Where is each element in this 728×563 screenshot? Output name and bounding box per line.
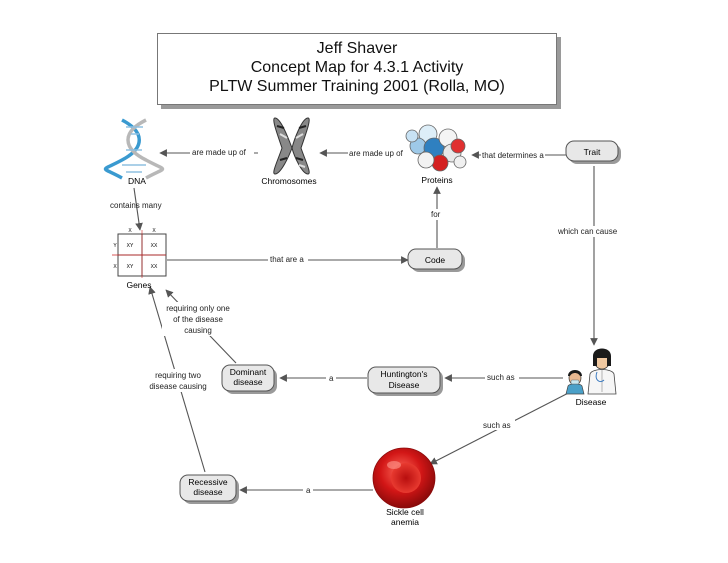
node-trait-label: Trait <box>584 147 601 157</box>
node-disease-label: Disease <box>576 397 607 407</box>
label-dominant-genes-3: causing <box>184 326 212 335</box>
label-disease-huntingtons: such as <box>487 373 515 382</box>
link-labels: are made up of are made up of that deter… <box>110 147 621 496</box>
node-recessive-label-2: disease <box>193 487 223 497</box>
punnett-top-label-1: X <box>128 228 132 234</box>
label-dna-genes: contains many <box>110 201 162 210</box>
node-huntingtons-disease[interactable]: Huntington's Disease <box>367 366 443 396</box>
protein-molecule-icon <box>405 124 467 172</box>
title-box: Jeff Shaver Concept Map for 4.3.1 Activi… <box>157 33 557 105</box>
node-huntingtons-label-2: Disease <box>389 380 420 390</box>
label-proteins-chromosomes: are made up of <box>349 149 404 158</box>
doctor-patient-icon <box>565 348 617 395</box>
node-genes[interactable]: X X Y X XY XX XY XX Genes <box>112 228 167 290</box>
node-code-label: Code <box>425 255 446 265</box>
punnett-cell-3: XY <box>127 264 134 270</box>
node-chromosomes[interactable]: Chromosomes <box>261 117 317 186</box>
node-disease[interactable]: Disease <box>565 348 617 408</box>
title-event: PLTW Summer Training 2001 (Rolla, MO) <box>209 78 505 95</box>
node-dominant-disease[interactable]: Dominant disease <box>221 364 277 394</box>
label-dominant-genes-1: requiring only one <box>166 304 230 313</box>
punnett-side-label-2: X <box>113 264 117 270</box>
edge-dna-genes <box>133 187 143 231</box>
label-disease-sickle: such as <box>483 421 511 430</box>
punnett-cell-4: XX <box>151 264 158 270</box>
label-dominant-genes-2: of the disease <box>173 315 223 324</box>
punnett-cell-1: XY <box>127 243 134 249</box>
punnett-side-label-1: Y <box>113 243 117 249</box>
label-trait-proteins: that determines a <box>482 151 544 160</box>
label-genes-code: that are a <box>270 255 304 264</box>
node-code[interactable]: Code <box>407 248 465 272</box>
label-chromosomes-dna: are made up of <box>192 148 247 157</box>
punnett-top-label-2: X <box>152 228 156 234</box>
node-genes-label: Genes <box>126 280 151 290</box>
node-recessive-disease[interactable]: Recessive disease <box>179 474 239 504</box>
label-code-proteins: for <box>431 210 441 219</box>
label-recessive-genes-2: disease causing <box>149 382 206 391</box>
label-sickle-recessive: a <box>306 486 311 495</box>
node-dna[interactable]: DNA <box>103 118 165 186</box>
node-sickle-label-1: Sickle cell <box>386 507 424 517</box>
node-dominant-label-1: Dominant <box>230 367 267 377</box>
dna-helix-icon <box>103 118 165 180</box>
node-recessive-label-1: Recessive <box>188 477 227 487</box>
label-trait-disease: which can cause <box>557 227 618 236</box>
title-subject: Concept Map for 4.3.1 Activity <box>250 59 464 76</box>
punnett-cell-2: XX <box>151 243 158 249</box>
label-recessive-genes-1: requiring two <box>155 371 201 380</box>
node-sickle-label-2: anemia <box>391 517 419 527</box>
label-huntingtons-dominant: a <box>329 374 334 383</box>
node-proteins-label: Proteins <box>421 175 452 185</box>
node-chromosomes-label: Chromosomes <box>261 176 316 186</box>
node-dominant-label-2: disease <box>233 377 263 387</box>
red-blood-cell-icon <box>372 447 436 509</box>
node-sickle-cell-anemia[interactable]: Sickle cell anemia <box>372 447 436 527</box>
node-dna-label: DNA <box>128 176 146 186</box>
punnett-square-icon: X X Y X XY XX XY XX <box>112 228 167 278</box>
chromosome-icon <box>273 117 310 175</box>
node-trait[interactable]: Trait <box>565 140 621 164</box>
node-proteins[interactable]: Proteins <box>405 124 467 185</box>
title-author: Jeff Shaver <box>316 40 398 57</box>
node-huntingtons-label-1: Huntington's <box>381 369 428 379</box>
